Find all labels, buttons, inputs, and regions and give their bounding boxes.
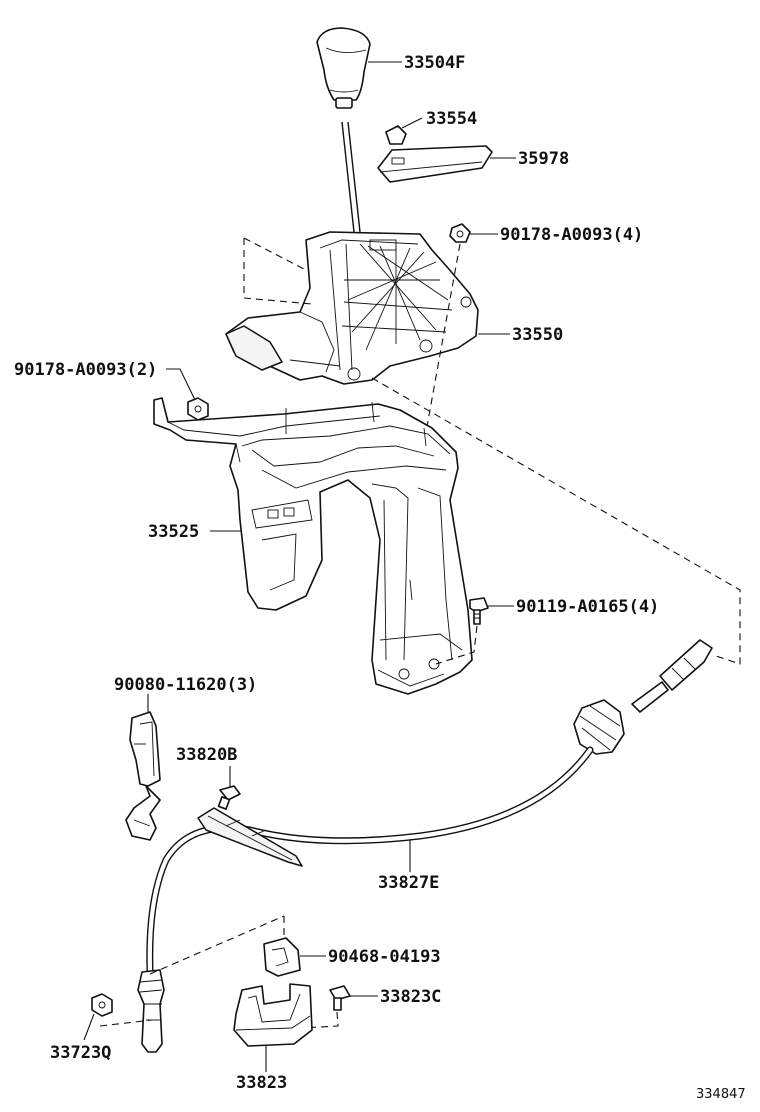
- bolt-icon: [469, 597, 489, 625]
- label-90468-04193: 90468-04193: [328, 947, 441, 967]
- clip-icon: [385, 125, 407, 145]
- label-33827E: 90080-11620(3): [114, 675, 257, 695]
- clip-plate: [263, 937, 301, 977]
- control-cable: [137, 746, 594, 1053]
- drawing-number: 334847: [696, 1087, 746, 1102]
- indicator-plate: [377, 145, 493, 183]
- nut-icon: [91, 993, 113, 1017]
- label-33554: 33554: [426, 109, 477, 129]
- label-33504F: 33504F: [404, 53, 465, 73]
- cable-bracket: [125, 711, 161, 841]
- label-33525: 33525: [148, 522, 199, 542]
- nut-icon: [449, 223, 471, 243]
- label-33823: 33823: [236, 1073, 287, 1093]
- label-33820B: 33827E: [378, 873, 439, 893]
- bolt-icon: [217, 785, 241, 810]
- label-90080-11620-3: 33820B: [176, 745, 237, 765]
- nut-icon: [187, 397, 209, 421]
- label-90178-A0093-2: 90178-A0093(2): [14, 360, 157, 380]
- bolt-icon: [329, 985, 351, 1011]
- label-33823C: 33823C: [380, 987, 441, 1007]
- label-90119-A0165-4: 90119-A0165(4): [516, 597, 659, 617]
- retainer-bracket: [153, 397, 473, 695]
- cable-support: [233, 983, 313, 1047]
- shift-knob: [316, 27, 371, 109]
- cable-upper-end: [573, 639, 713, 755]
- label-33550: 33550: [512, 325, 563, 345]
- label-90178-A0093-4: 90178-A0093(4): [500, 225, 643, 245]
- label-33723Q: 33723Q: [50, 1043, 111, 1063]
- shift-lever-assembly: [225, 231, 479, 385]
- label-35978: 35978: [518, 149, 569, 169]
- shift-rod: [341, 121, 361, 233]
